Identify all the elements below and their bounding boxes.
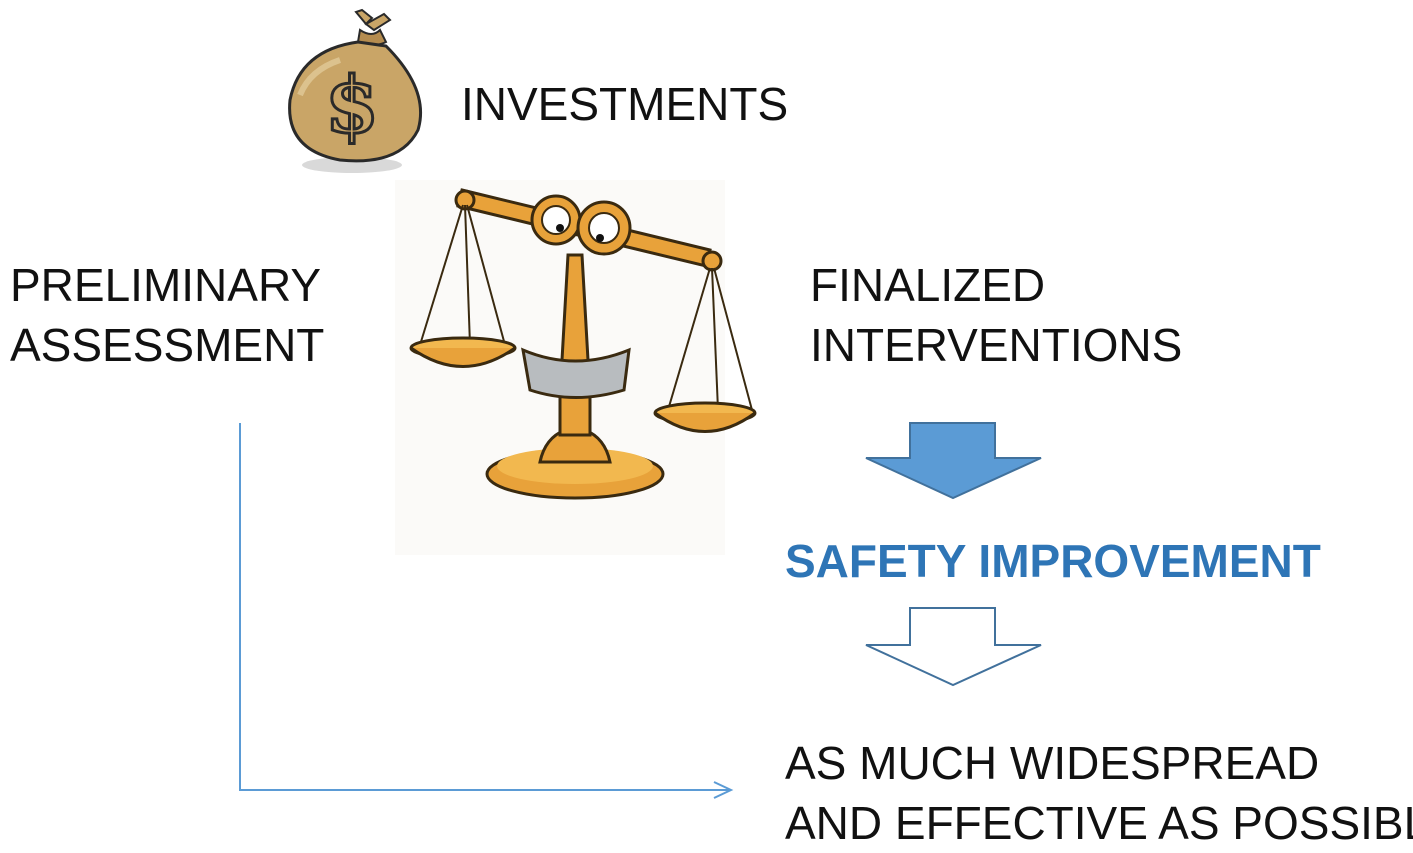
money-bag-icon: $ — [288, 8, 423, 173]
investments-label: INVESTMENTS — [461, 78, 789, 130]
balance-scale-icon — [395, 180, 757, 555]
svg-text:$: $ — [325, 60, 379, 151]
preliminary-line-1: PRELIMINARY — [10, 259, 322, 311]
finalized-interventions-label: FINALIZED INTERVENTIONS — [810, 255, 1182, 375]
outcome-line-2: AND EFFECTIVE AS POSSIBLE — [785, 797, 1413, 849]
down-arrow-filled — [865, 422, 1042, 500]
outcome-line-1: AS MUCH WIDESPREAD — [785, 737, 1320, 789]
preliminary-line-2: ASSESSMENT — [10, 319, 325, 371]
connector-arrow — [239, 423, 734, 799]
finalized-line-2: INTERVENTIONS — [810, 319, 1183, 371]
down-arrow-outline — [865, 607, 1042, 687]
safety-improvement-label: SAFETY IMPROVEMENT — [785, 535, 1321, 587]
preliminary-assessment-label: PRELIMINARY ASSESSMENT — [10, 255, 324, 375]
outcome-label: AS MUCH WIDESPREAD AND EFFECTIVE AS POSS… — [785, 733, 1413, 853]
finalized-line-1: FINALIZED — [810, 259, 1046, 311]
